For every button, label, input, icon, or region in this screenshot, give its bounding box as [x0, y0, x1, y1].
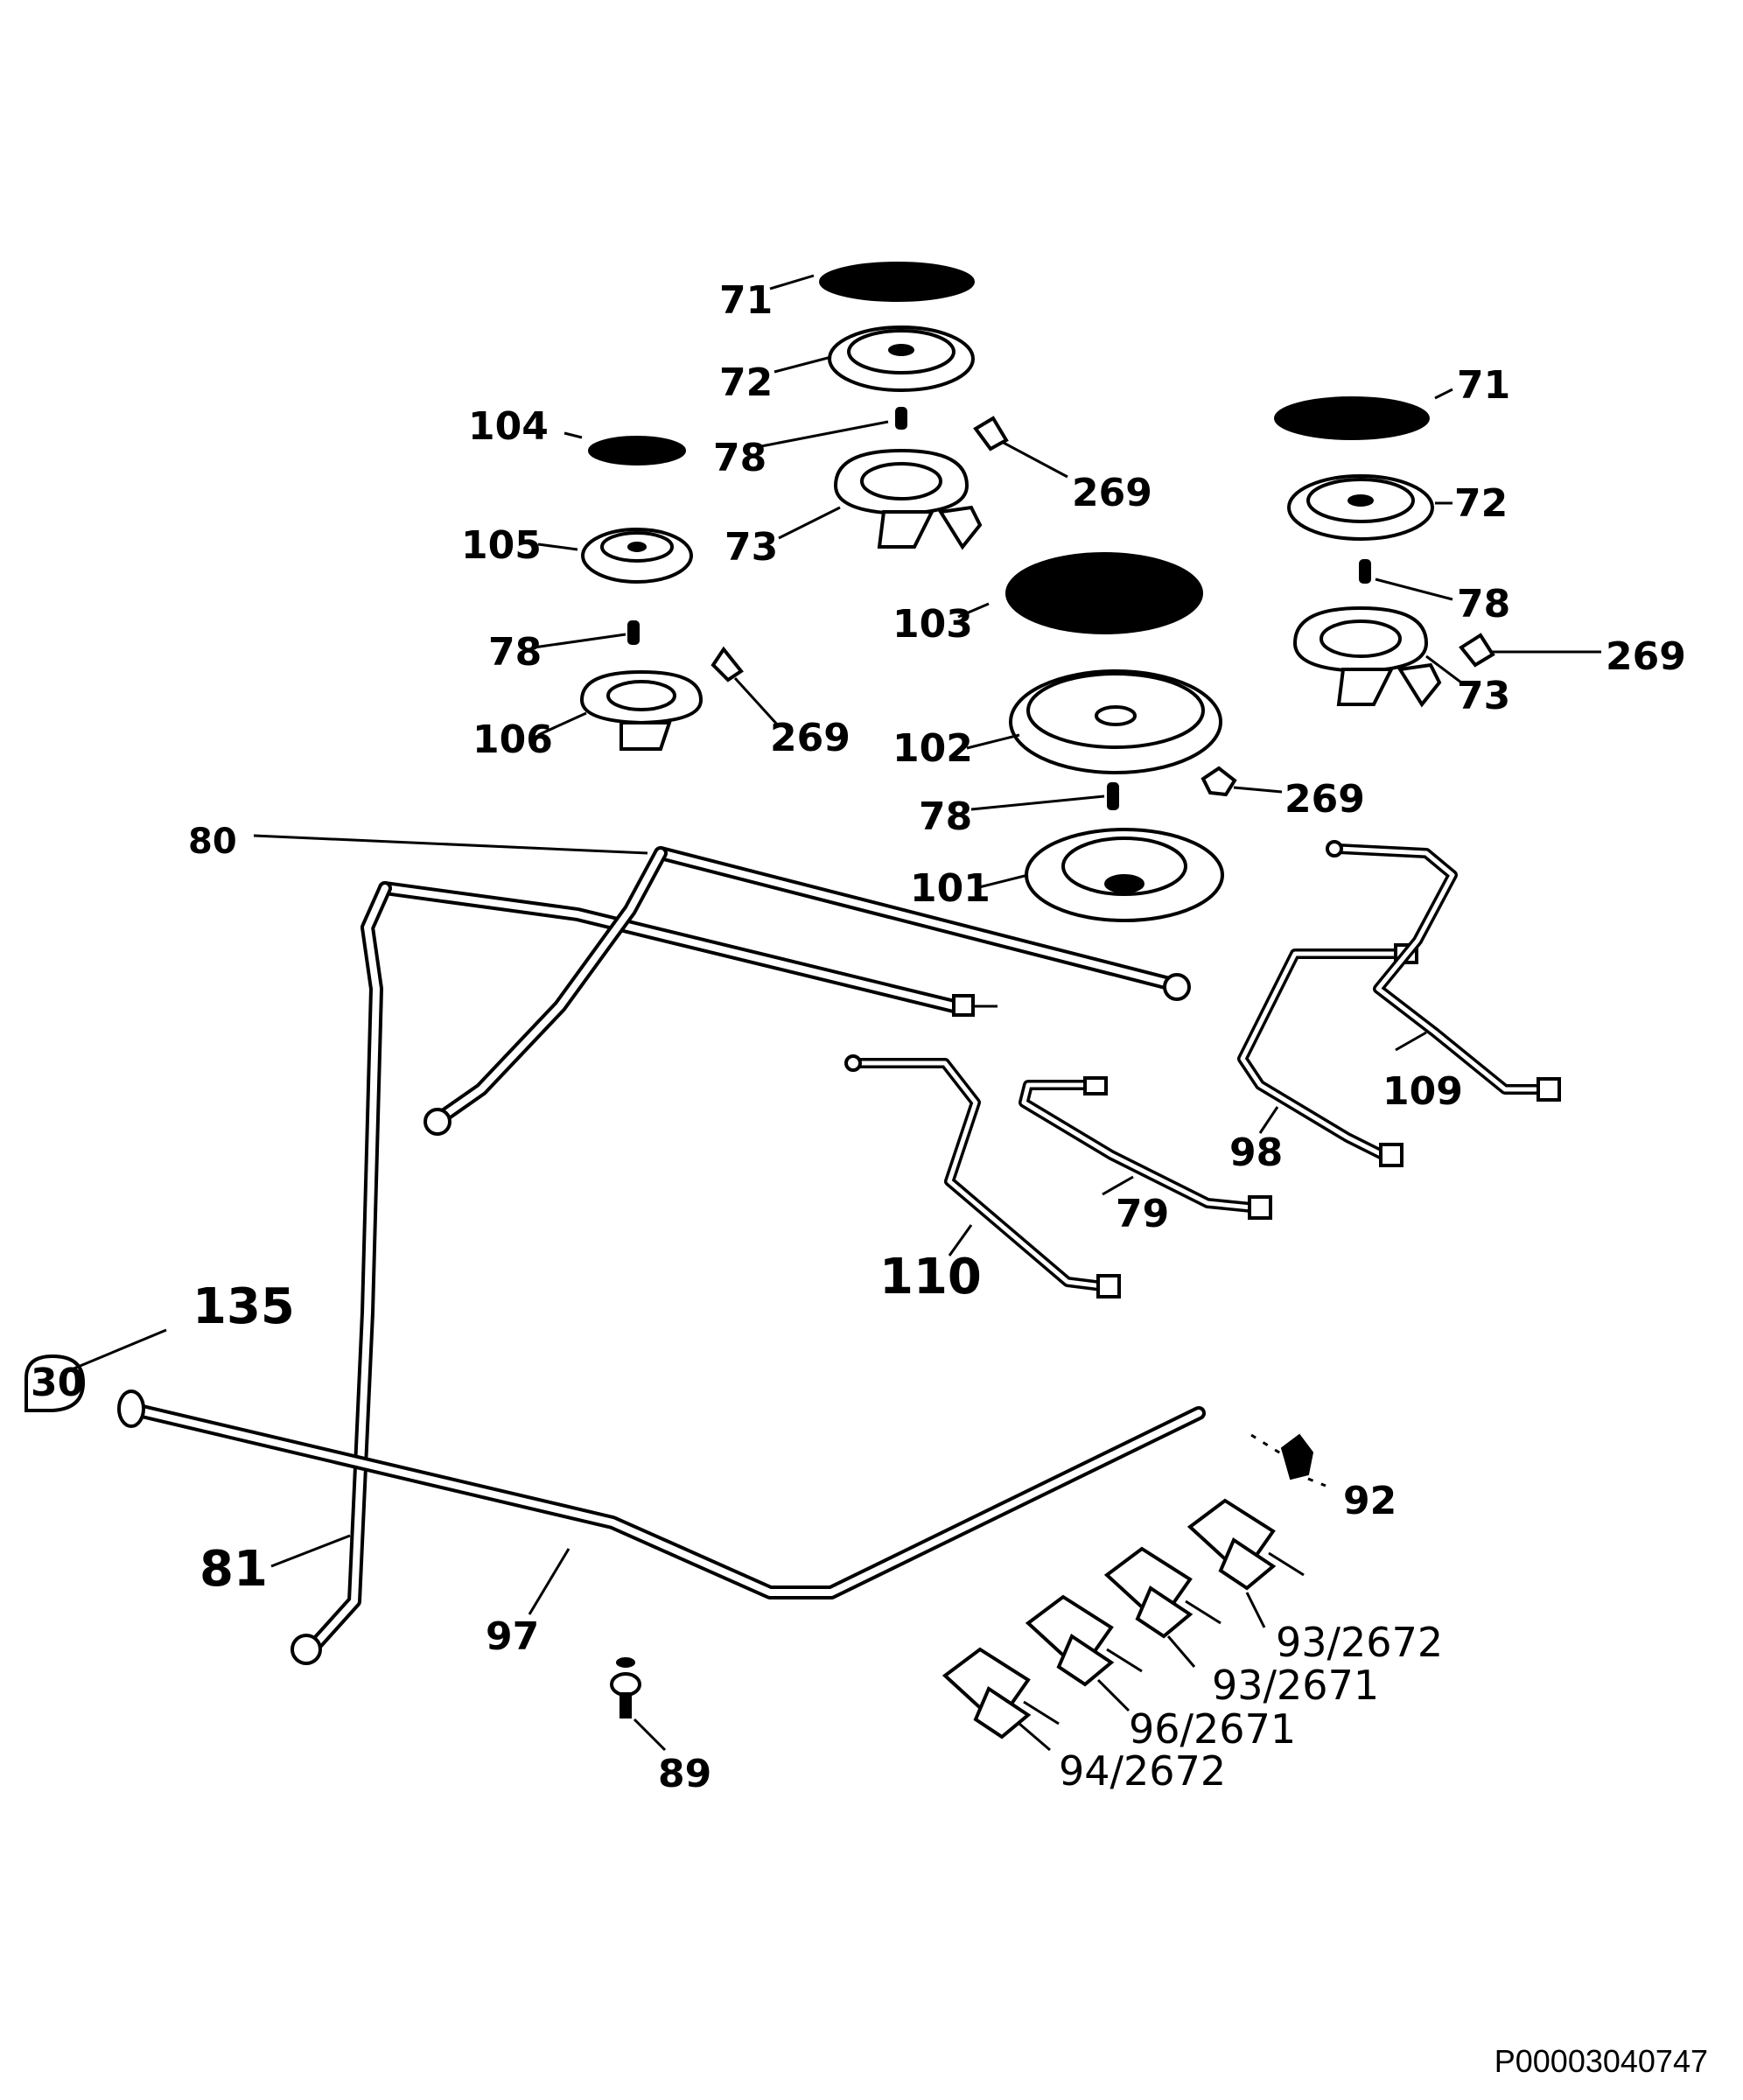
electrode-269-left: [710, 646, 744, 682]
injector-78-right: [1359, 559, 1371, 584]
clip-92: [1280, 1433, 1314, 1480]
label-78-c: 78: [919, 794, 972, 839]
label-78-a: 78: [713, 436, 766, 480]
label-269-d: 269: [1606, 634, 1686, 679]
label-72-left: 72: [719, 360, 773, 405]
label-80: 80: [188, 822, 237, 862]
label-269-a: 269: [1072, 471, 1152, 515]
label-109: 109: [1382, 1069, 1463, 1114]
valve-93-2672: [1186, 1498, 1305, 1591]
leader-lines: [60, 274, 1462, 1752]
diagram-reference-code: P00003040747: [1494, 2043, 1708, 2079]
label-78-b: 78: [488, 630, 542, 675]
label-269-b: 269: [770, 716, 850, 760]
label-71-left: 71: [719, 278, 773, 323]
electrode-269-right: [1459, 633, 1495, 668]
burner-cap-103: [1005, 552, 1203, 634]
part-labels: 71 72 104 78 269 105 73 78 106 269 103 1…: [188, 278, 1686, 1796]
label-96-2671: 96/2671: [1129, 1705, 1296, 1753]
screw-89: [610, 1657, 641, 1718]
label-102: 102: [892, 726, 973, 771]
burner-cap-71-left: [819, 262, 975, 302]
injector-78-top: [895, 407, 907, 430]
label-79: 79: [1116, 1192, 1169, 1236]
gas-pipes: [117, 840, 1561, 1665]
injector-78-center: [1107, 782, 1119, 810]
label-103: 103: [892, 602, 973, 647]
valve-94-2672: [942, 1647, 1060, 1740]
burner-cap-71-right: [1274, 396, 1430, 440]
burner-right: [1274, 396, 1601, 708]
label-135: 135: [192, 1278, 295, 1335]
label-93-2672: 93/2672: [1276, 1619, 1443, 1666]
label-97: 97: [486, 1614, 539, 1659]
label-73-right: 73: [1457, 674, 1510, 718]
label-72-right: 72: [1454, 481, 1508, 526]
electrode-269-center: [1200, 766, 1237, 797]
burner-cap-104: [588, 436, 686, 466]
burner-top-center: [819, 262, 1068, 550]
label-71-right: 71: [1457, 363, 1510, 408]
valve-93-2671: [1103, 1546, 1222, 1639]
label-101: 101: [910, 866, 990, 911]
electrode-269-top: [973, 416, 1009, 452]
valve-96-2671: [1025, 1594, 1143, 1687]
valves-and-fittings: 30: [24, 1354, 1314, 1740]
pipe-79: [1018, 1080, 1256, 1213]
label-89: 89: [658, 1752, 711, 1796]
pipe-97: [124, 1402, 1206, 1600]
label-106: 106: [472, 718, 553, 762]
label-105: 105: [461, 523, 542, 568]
label-92: 92: [1343, 1479, 1396, 1523]
label-104: 104: [468, 404, 549, 449]
pipe-109: [1334, 844, 1545, 1095]
label-93-2671: 93/2671: [1212, 1662, 1379, 1709]
label-78-d: 78: [1457, 582, 1510, 626]
label-94-2672: 94/2672: [1059, 1747, 1226, 1795]
burner-center-large: [1005, 552, 1283, 922]
label-73-left: 73: [724, 525, 778, 570]
label-81: 81: [200, 1541, 268, 1598]
injector-78-left: [627, 620, 640, 645]
label-110: 110: [879, 1249, 982, 1306]
label-269-c: 269: [1284, 777, 1365, 822]
label-98: 98: [1229, 1130, 1283, 1175]
burner-left-small: [579, 436, 780, 751]
